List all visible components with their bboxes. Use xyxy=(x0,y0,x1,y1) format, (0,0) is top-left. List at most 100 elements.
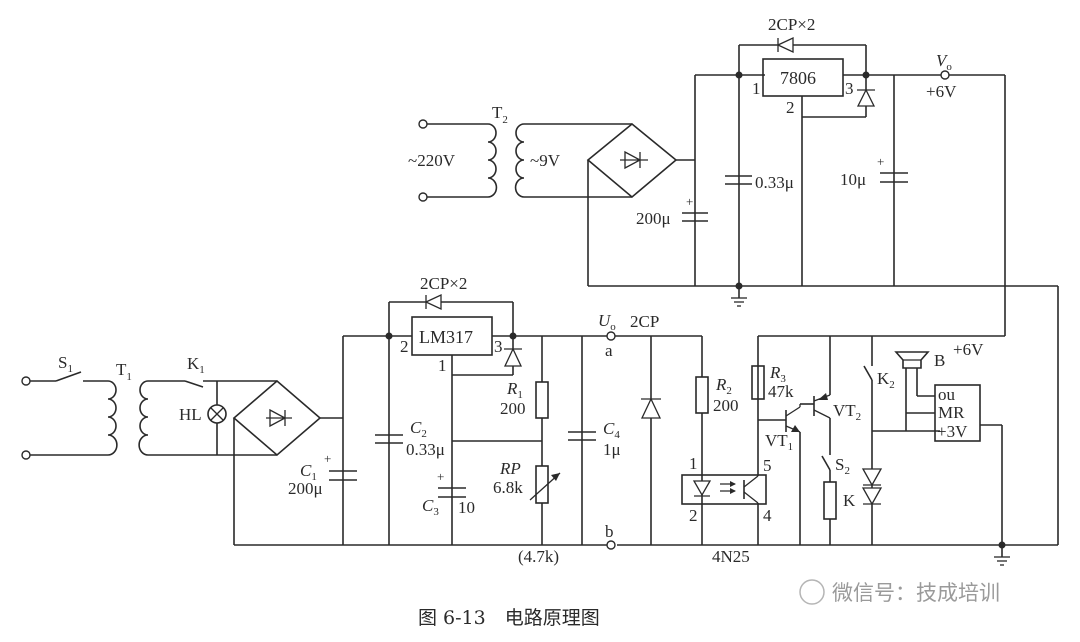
rp-label: RP xyxy=(499,459,521,478)
t2-label: T2 xyxy=(492,103,508,126)
c2-value: 0.33μ xyxy=(406,440,445,459)
watermark-text: 微信号：技成培训 xyxy=(832,581,1000,605)
speaker-label: B xyxy=(934,351,945,370)
diode-2cp-icon xyxy=(640,397,662,419)
terminal-220v-top xyxy=(418,119,428,129)
reverse-diode-icon-upper xyxy=(856,88,876,107)
watermark: 微信号：技成培训 xyxy=(799,579,1000,605)
vt1-label: VT1 xyxy=(765,431,793,453)
t1-primary-coil xyxy=(107,380,118,456)
r3-value: 47k xyxy=(768,382,794,401)
lower-supply: S1 T1 K1 HL + C1 200μ xyxy=(21,274,1058,566)
r2-label: R2 xyxy=(715,375,732,397)
t2-secondary-coil xyxy=(514,123,525,198)
svg-text:LM317: LM317 xyxy=(419,327,473,347)
bridge-diode-icon-1 xyxy=(266,408,292,428)
relay-label: K xyxy=(843,491,856,510)
opto-led-icon xyxy=(692,480,712,497)
svg-text:5: 5 xyxy=(763,456,772,475)
upper-supply: T2 ~220V ~9V + 200μ 0.33μ 7806 1 xyxy=(408,15,1059,545)
resistor-r2 xyxy=(695,376,709,414)
vo-value: +6V xyxy=(926,82,957,101)
svg-text:+: + xyxy=(686,194,693,209)
lamp-hl-icon xyxy=(207,404,227,424)
c1-label: C1 xyxy=(300,461,317,483)
resistor-r3 xyxy=(751,365,765,400)
reverse-diode-icon-lower xyxy=(503,347,523,367)
resistor-r1 xyxy=(535,381,549,419)
c3-value: 10 xyxy=(458,498,475,517)
vo-terminal xyxy=(940,70,950,80)
svg-text:3: 3 xyxy=(845,79,854,98)
k2-contact xyxy=(863,365,873,381)
s1-label: S1 xyxy=(58,353,73,375)
bridge-rectifier-2 xyxy=(586,122,678,199)
c4-value: 1μ xyxy=(603,440,621,459)
rp-value: 6.8k xyxy=(493,478,523,497)
svg-text:b: b xyxy=(605,522,614,541)
switch-s2 xyxy=(821,455,831,471)
protect-diode-icon-upper xyxy=(776,36,794,54)
svg-text:2: 2 xyxy=(689,506,698,525)
music-ic xyxy=(934,384,981,442)
relay-coil-k xyxy=(823,481,837,520)
k1-contact xyxy=(184,380,204,388)
svg-text:+: + xyxy=(437,469,444,484)
svg-text:1: 1 xyxy=(438,356,447,375)
optocoupler-label: 4N25 xyxy=(712,547,750,566)
supply-6v-label: +6V xyxy=(953,340,984,359)
svg-text:2: 2 xyxy=(400,337,409,356)
cap-033u-label: 0.33μ xyxy=(755,173,794,192)
svg-text:+3V: +3V xyxy=(937,422,968,441)
wechat-icon xyxy=(799,579,825,605)
k1-label: K1 xyxy=(187,354,205,376)
r1-label: R1 xyxy=(506,379,523,401)
svg-text:3: 3 xyxy=(494,337,503,356)
diode-stack-icon xyxy=(861,468,883,506)
r2-value: 200 xyxy=(713,396,739,415)
svg-text:4: 4 xyxy=(763,506,772,525)
terminal-s1-bottom xyxy=(21,450,31,460)
svg-text:ou: ou xyxy=(938,385,956,404)
figure-caption: 图 6-13 电路原理图 xyxy=(418,607,600,629)
uo-label: Uo xyxy=(598,311,616,333)
protect-diode-icon-lower xyxy=(424,293,442,311)
c4-label: C4 xyxy=(603,419,620,441)
svg-text:+: + xyxy=(877,154,884,169)
primary-voltage-label: ~220V xyxy=(408,151,456,170)
s2-label: S2 xyxy=(835,455,850,477)
vt2-label: VT2 xyxy=(833,401,861,423)
lamp-label: HL xyxy=(179,405,202,424)
svg-text:a: a xyxy=(605,341,613,360)
vo-label: Vo xyxy=(936,51,952,73)
c1-value: 200μ xyxy=(288,479,323,498)
bridge-diode-icon xyxy=(620,150,648,170)
c2-label: C2 xyxy=(410,418,427,440)
secondary-voltage-label: ~9V xyxy=(530,151,561,170)
optocoupler-4n25 xyxy=(681,474,767,505)
t2-primary-coil xyxy=(487,123,498,198)
r1-value: 200 xyxy=(500,399,526,418)
svg-text:1: 1 xyxy=(752,79,761,98)
diode-2cp-label: 2CP xyxy=(630,312,659,331)
svg-text:2: 2 xyxy=(786,98,795,117)
svg-text:2CP×2: 2CP×2 xyxy=(768,15,815,34)
cap-200u-label: 200μ xyxy=(636,209,671,228)
c3-label: C3 xyxy=(422,496,439,518)
svg-text:+: + xyxy=(324,451,331,466)
s1-switch xyxy=(55,371,82,382)
potentiometer-rp xyxy=(535,465,549,504)
svg-text:7806: 7806 xyxy=(780,68,816,88)
t1-label: T1 xyxy=(116,360,132,383)
regulator-7806 xyxy=(762,58,844,97)
bridge-rectifier-1 xyxy=(232,379,322,457)
svg-text:MR: MR xyxy=(938,403,965,422)
terminal-220v-bottom xyxy=(418,192,428,202)
terminal-a xyxy=(606,331,616,341)
terminal-b xyxy=(606,540,616,550)
terminal-s1-top xyxy=(21,376,31,386)
svg-text:2CP×2: 2CP×2 xyxy=(420,274,467,293)
cap-10u-label: 10μ xyxy=(840,170,866,189)
control-section: R2 200 1 2 5 4 4N25 R3 47k VT1 xyxy=(681,335,1010,566)
